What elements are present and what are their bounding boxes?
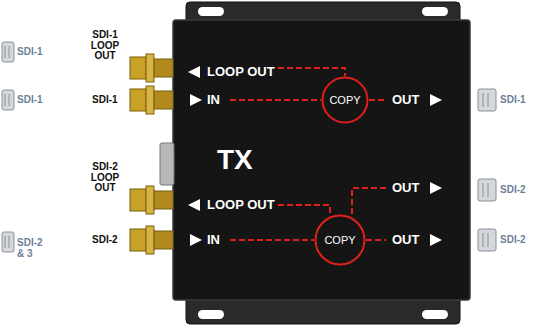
connector-label: SDI-2 LOOP OUT: [80, 162, 130, 194]
housing-body: [173, 20, 470, 300]
bnc-connectors: [130, 54, 173, 254]
port-label: IN: [207, 233, 220, 247]
side-ridge: [160, 143, 174, 185]
port-label: LOOP OUT: [207, 65, 275, 79]
port-label: LOOP OUT: [207, 198, 275, 212]
port-label: SDI-1: [500, 95, 526, 106]
housing: TX COPY COPY: [173, 20, 470, 300]
port-label: SDI-1: [17, 95, 43, 106]
mounting-slot: [422, 7, 448, 16]
direction-arrows: [188, 66, 442, 246]
connector-label: SDI-1: [92, 95, 118, 106]
function-label: COPY: [324, 234, 355, 246]
connector-label: SDI-1 LOOP OUT: [80, 30, 130, 62]
signal-paths: [230, 68, 386, 240]
port-label: SDI-1: [17, 47, 43, 58]
function-label: COPY: [329, 94, 360, 106]
port-label: SDI-2: [500, 185, 526, 196]
port-label: OUT: [392, 93, 419, 107]
connector-label: SDI-2: [92, 235, 118, 246]
circle-outline: [316, 216, 365, 265]
device-name: TX: [217, 144, 253, 176]
mounting-slot: [198, 7, 224, 16]
copy-circle: COPY: [321, 76, 369, 124]
plug-icons-left: [2, 42, 14, 252]
mounting-slot: [198, 310, 224, 319]
circle-outline: [323, 78, 368, 123]
port-label: OUT: [392, 233, 419, 247]
plug-icons-right: [478, 89, 496, 251]
port-label: SDI-2 & 3: [17, 238, 48, 259]
port-label: SDI-2: [500, 235, 526, 246]
copy-circle: COPY: [314, 214, 366, 266]
port-label: IN: [207, 93, 220, 107]
mounting-slot: [422, 310, 448, 319]
port-label: OUT: [392, 181, 419, 195]
